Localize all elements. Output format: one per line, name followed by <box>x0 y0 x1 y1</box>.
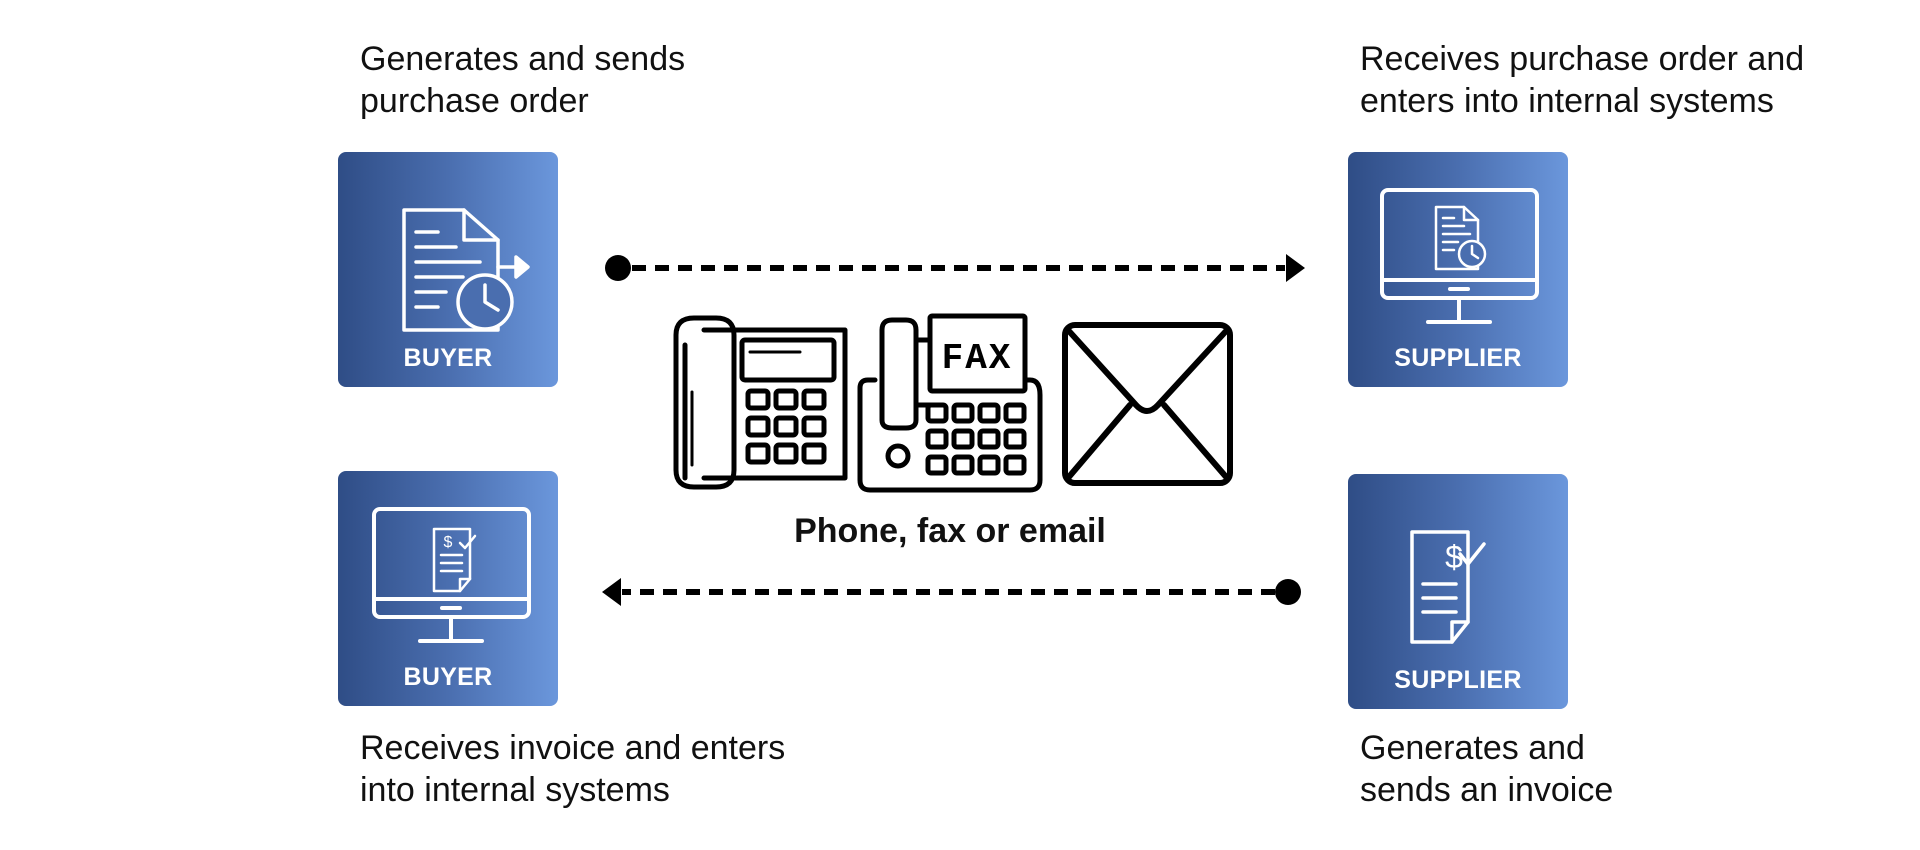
document-send-clock-icon <box>402 208 530 332</box>
envelope-icon <box>1062 322 1233 486</box>
monitor-invoice-check-icon: $ <box>372 507 531 643</box>
invoice-check-icon: $ <box>1410 530 1486 644</box>
top-left-caption: Generates and sends purchase order <box>360 38 686 122</box>
supplier-box-top-label: SUPPLIER <box>1394 344 1522 372</box>
bottom-left-caption: Receives invoice and enters into interna… <box>360 727 786 811</box>
svg-text:$: $ <box>444 534 453 551</box>
channels-label: Phone, fax or email <box>794 512 1106 550</box>
bottom-left-caption-line-1: Receives invoice and enters <box>360 729 786 767</box>
invoice-arrow <box>602 578 1301 606</box>
bottom-right-caption-line-1: Generates and <box>1360 729 1585 767</box>
supplier-box-bottom: $ SUPPLIER <box>1348 474 1568 709</box>
top-right-caption: Receives purchase order and enters into … <box>1360 38 1805 122</box>
buyer-box-top-label: BUYER <box>403 344 493 372</box>
supplier-box-bottom-label: SUPPLIER <box>1394 666 1522 694</box>
top-right-caption-line-1: Receives purchase order and <box>1360 40 1805 78</box>
desk-phone-icon <box>673 315 848 490</box>
monitor-document-clock-icon <box>1380 188 1539 324</box>
purchase-order-arrow <box>605 254 1305 282</box>
buyer-box-bottom-label: BUYER <box>403 663 493 691</box>
bottom-right-caption-line-2: sends an invoice <box>1360 771 1614 809</box>
bottom-right-caption: Generates and sends an invoice <box>1360 727 1614 811</box>
supplier-box-top: SUPPLIER <box>1348 152 1568 387</box>
top-right-caption-line-2: enters into internal systems <box>1360 82 1774 120</box>
svg-text:$: $ <box>1445 539 1463 575</box>
buyer-box-top: BUYER <box>338 152 558 387</box>
bottom-left-caption-line-2: into internal systems <box>360 771 670 809</box>
buyer-box-bottom: $ BUYER <box>338 471 558 706</box>
fax-label: FAX <box>942 338 1013 379</box>
fax-machine-icon <box>857 313 1043 493</box>
top-left-caption-line-2: purchase order <box>360 82 589 120</box>
top-left-caption-line-1: Generates and sends <box>360 40 686 78</box>
